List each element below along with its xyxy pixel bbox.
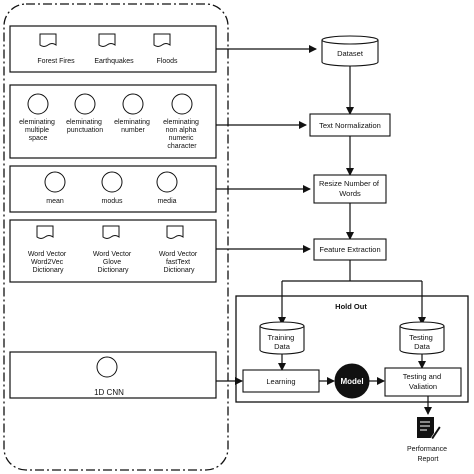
modus-item: modus — [101, 171, 123, 205]
process-circle-icon — [122, 93, 144, 115]
svg-text:Word Vector Word2Vec: Word Vector Word2Vec Dictionary — [28, 251, 68, 274]
training-line: Data — [274, 342, 291, 351]
elimination-line: eleminating — [19, 119, 55, 126]
media-item: media — [156, 171, 178, 205]
testing-data-node: Testing Data — [399, 321, 445, 355]
eliminate-number-item: eleminating number — [114, 93, 152, 134]
elimination-line: multiple — [25, 127, 49, 134]
dataset-label: Dataset — [337, 49, 364, 58]
svg-text:eleminating non alpha: eleminating non alpha numeric character — [163, 119, 201, 150]
word2vec-item: Word Vector Word2Vec Dictionary — [28, 225, 68, 274]
embedding-line: fastText — [166, 259, 190, 266]
report-icon — [417, 417, 442, 440]
svg-text:eleminating number: eleminating number — [114, 119, 152, 134]
elimination-line: character — [167, 143, 197, 150]
embedding-line: Dictionary — [97, 267, 129, 274]
cnn-circle-icon — [96, 356, 118, 378]
embedding-line: Dictionary — [32, 267, 64, 274]
process-circle-icon — [171, 93, 193, 115]
embedding-line: Word Vector — [93, 251, 132, 258]
elimination-line: number — [121, 127, 145, 134]
process-circle-icon — [27, 93, 49, 115]
testing-line: Data — [414, 342, 431, 351]
process-circle-icon — [156, 171, 178, 193]
svg-text:eleminating multiple: eleminating multiple space — [19, 119, 57, 142]
glove-item: Word Vector Glove Dictionary — [93, 225, 133, 274]
text-normalization-label: Text Normalization — [319, 121, 381, 130]
disaster-box — [9, 25, 217, 73]
elimination-line: space — [29, 135, 48, 142]
eliminate-nonalpha-item: eleminating non alpha numeric character — [163, 93, 201, 150]
document-icon — [102, 225, 120, 239]
model-label: Model — [340, 377, 363, 386]
mean-item: mean — [44, 171, 66, 205]
process-circle-icon — [44, 171, 66, 193]
elimination-line: eleminating — [163, 119, 199, 126]
training-line: Training — [268, 333, 295, 342]
document-icon — [166, 225, 184, 239]
document-icon — [98, 33, 116, 47]
testing-validation-box — [384, 367, 462, 397]
disaster-label: Floods — [156, 58, 178, 65]
embedding-line: Word Vector — [159, 251, 198, 258]
process-circle-icon — [101, 171, 123, 193]
input-group-border — [3, 3, 229, 471]
report-line: Performance — [407, 446, 447, 453]
document-icon — [153, 33, 171, 47]
report-line: Report — [417, 456, 438, 463]
svg-text:Training Data: Training Data — [268, 333, 297, 351]
statistic-label: mean — [46, 198, 64, 205]
svg-text:eleminating punctuation: eleminating punctuation — [66, 119, 104, 134]
cnn-label: 1D CNN — [94, 388, 124, 397]
eliminate-space-item: eleminating multiple space — [19, 93, 57, 142]
svg-text:Performance Report: Performance Report — [407, 446, 449, 463]
training-data-node: Training Data — [259, 321, 305, 355]
validation-line: Valiation — [409, 382, 437, 391]
svg-text:Word Vector Glove: Word Vector Glove Dictionary — [93, 251, 133, 274]
learning-label: Learning — [266, 377, 295, 386]
svg-text:Testing and Valiation: Testing and Valiation — [403, 372, 443, 391]
elimination-line: numeric — [169, 135, 194, 142]
document-icon — [36, 225, 54, 239]
process-circle-icon — [74, 93, 96, 115]
testing-line: Testing — [409, 333, 433, 342]
svg-text:Word Vector fastText: Word Vector fastText Dictionary — [159, 251, 199, 274]
earthquakes-item: Earthquakes — [94, 33, 134, 65]
embedding-line: Word2Vec — [31, 259, 64, 266]
disaster-label: Forest Fires — [37, 58, 75, 65]
embedding-line: Word Vector — [28, 251, 67, 258]
validation-line: Testing and — [403, 372, 441, 381]
svg-text:Resize Number of Words: Resize Number of Words — [319, 179, 381, 198]
eliminate-punctuation-item: eleminating punctuation — [66, 93, 104, 134]
disaster-label: Earthquakes — [94, 58, 134, 65]
resize-words-box — [313, 174, 387, 204]
svg-text:Testing Data: Testing Data — [409, 333, 435, 351]
resize-line: Resize Number of — [319, 179, 380, 188]
floods-item: Floods — [153, 33, 178, 65]
feature-extraction-label: Feature Extraction — [319, 245, 380, 254]
elimination-line: eleminating — [114, 119, 150, 126]
resize-line: Words — [339, 189, 361, 198]
embedding-line: Dictionary — [163, 267, 195, 274]
elimination-line: non alpha — [166, 127, 197, 134]
holdout-frame — [235, 295, 469, 403]
holdout-title: Hold Out — [335, 302, 367, 311]
forest-fires-item: Forest Fires — [37, 33, 75, 65]
elimination-line: punctuation — [67, 127, 103, 134]
embedding-line: Glove — [103, 259, 121, 266]
dataset-node: Dataset — [321, 35, 379, 67]
document-icon — [39, 33, 57, 47]
elimination-line: eleminating — [66, 119, 102, 126]
statistic-label: media — [157, 198, 176, 205]
fasttext-item: Word Vector fastText Dictionary — [159, 225, 199, 274]
statistic-label: modus — [101, 198, 123, 205]
